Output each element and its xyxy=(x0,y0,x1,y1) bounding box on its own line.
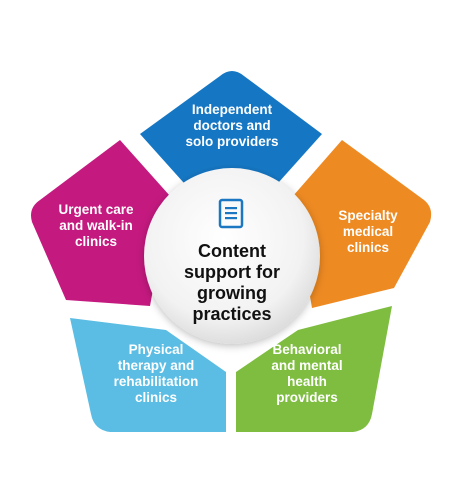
segment-bottom-left xyxy=(70,318,226,432)
segment-bottom-right-label: Behavioral and mental health providers xyxy=(271,342,343,405)
segment-right xyxy=(293,140,432,308)
center-title: Content support for growing practices xyxy=(184,241,280,324)
document-icon xyxy=(218,198,244,229)
segment-bottom-right xyxy=(236,306,392,432)
segment-top xyxy=(140,71,322,192)
segment-top-label: Independent doctors and solo providers xyxy=(185,102,279,149)
segment-right-label: Specialty medical clinics xyxy=(338,208,398,255)
center-hub xyxy=(144,168,320,344)
segment-left xyxy=(31,140,170,306)
segment-left-label: Urgent care and walk-in clinics xyxy=(58,202,134,249)
segment-bottom-left-label: Physical therapy and rehabilitation clin… xyxy=(113,342,199,405)
